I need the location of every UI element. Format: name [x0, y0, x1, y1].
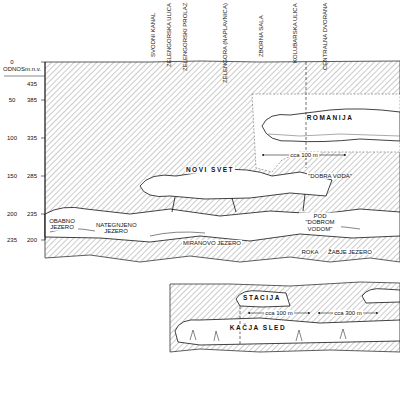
passage-name: ROKA [300, 249, 319, 255]
scale-value: m.n.v. [24, 66, 42, 72]
passage [262, 109, 400, 142]
scale-value: 200 [26, 237, 38, 243]
passage-name: "DOBRA VODA" [307, 173, 337, 179]
dimension-label: cca 300 m [333, 310, 363, 316]
passage-name: NOVI SVET [185, 167, 235, 174]
place-name: ZELENGORA (NAPLAVNICA) [222, 2, 228, 84]
scale-value: 335 [26, 135, 38, 141]
passage-name: OBABNO JEZERO [46, 218, 78, 231]
passage-name: POD "DOBROM VODOM" [299, 213, 341, 232]
dimension-label: cca 100 m [289, 152, 319, 158]
scale-value: 200 [6, 211, 18, 217]
scale-value: ODNOS [2, 66, 26, 72]
place-name: ZBORNA SALA [258, 14, 264, 58]
scale-value: 285 [26, 173, 38, 179]
passage-name: KAČJA SLED [229, 325, 287, 332]
place-name: SVODNI KANAL [150, 12, 156, 58]
passage-name: ROMANIJA [306, 115, 355, 122]
scale-value: 100 [6, 135, 18, 141]
dimension-label: cca 100 m [264, 310, 294, 316]
scale-value: 50 [8, 97, 17, 103]
place-name: ZELENGORSKA ULICA [166, 2, 172, 68]
scale-value: 435 [26, 81, 38, 87]
passage-name: STACIJA [242, 295, 282, 302]
scale-value: 385 [26, 97, 38, 103]
passage-name: ŽABJE JEZERO [327, 249, 373, 255]
passage-name: MIRANOVO JEZERO [182, 240, 242, 246]
place-name: KOLUBARSKA ULICA [292, 2, 298, 64]
passage [45, 207, 400, 242]
place-name: CENTRALNA DVORANA [322, 2, 328, 71]
passage-name: NATEGNJENO JEZERO [95, 222, 137, 235]
scale-value: 0 [9, 59, 14, 65]
scale-value: 235 [6, 237, 18, 243]
passage [140, 169, 332, 199]
rock-hatching [45, 61, 400, 262]
place-name: ZELENGORSKI PROLAZ [182, 2, 188, 72]
rock-hatching [170, 282, 400, 352]
scale-value: 235 [26, 211, 38, 217]
scale-value: 150 [6, 173, 18, 179]
